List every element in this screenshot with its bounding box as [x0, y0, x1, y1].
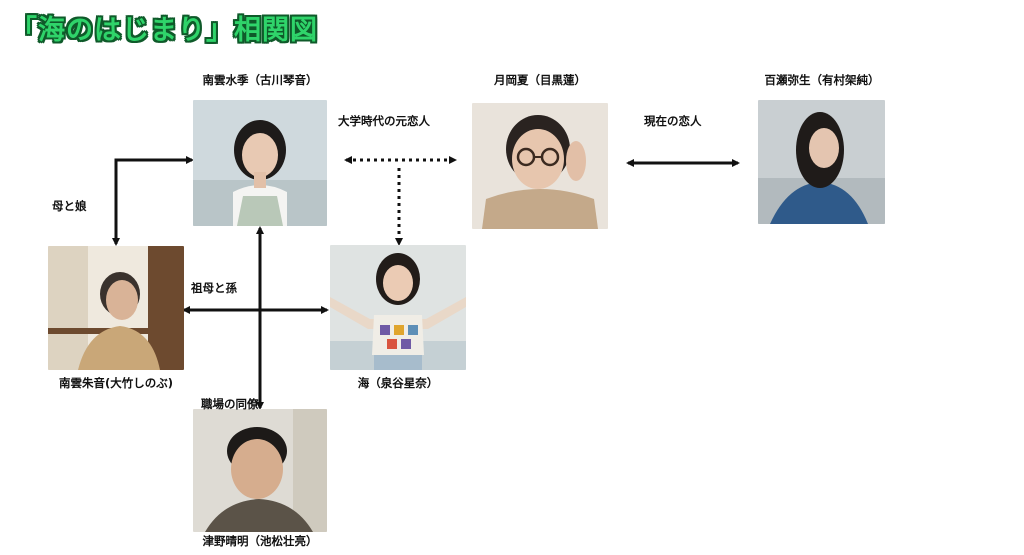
- natsu-photo: [472, 103, 608, 229]
- coworkers-label: 職場の同僚: [201, 397, 259, 411]
- natsu-name: 月岡夏（目黒蓮）: [494, 73, 586, 87]
- page-title: 「海のはじまり」相関図: [10, 15, 318, 46]
- mother-daughter-label: 母と娘: [52, 199, 87, 213]
- mother-daughter-line: [112, 156, 194, 246]
- yayoi-photo: [758, 100, 885, 224]
- yayoi-name: 百瀬弥生（有村架純）: [764, 73, 880, 87]
- current-lovers-label: 現在の恋人: [644, 114, 702, 128]
- mizuki-photo: [193, 100, 327, 226]
- umi-photo: [330, 245, 466, 370]
- grandmother-grandchild-label: 祖母と孫: [191, 281, 237, 295]
- shuko-name: 南雲朱音(大竹しのぶ): [58, 376, 173, 390]
- umi-name: 海（泉谷星奈）: [357, 376, 439, 390]
- tsuno-photo: [193, 409, 327, 532]
- tsuno-name: 津野晴明（池松壮亮）: [202, 534, 318, 548]
- shuko-photo: [48, 246, 184, 370]
- mizuki-name: 南雲水季（古川琴音）: [202, 73, 318, 87]
- ex-lovers-label: 大学時代の元恋人: [338, 114, 430, 128]
